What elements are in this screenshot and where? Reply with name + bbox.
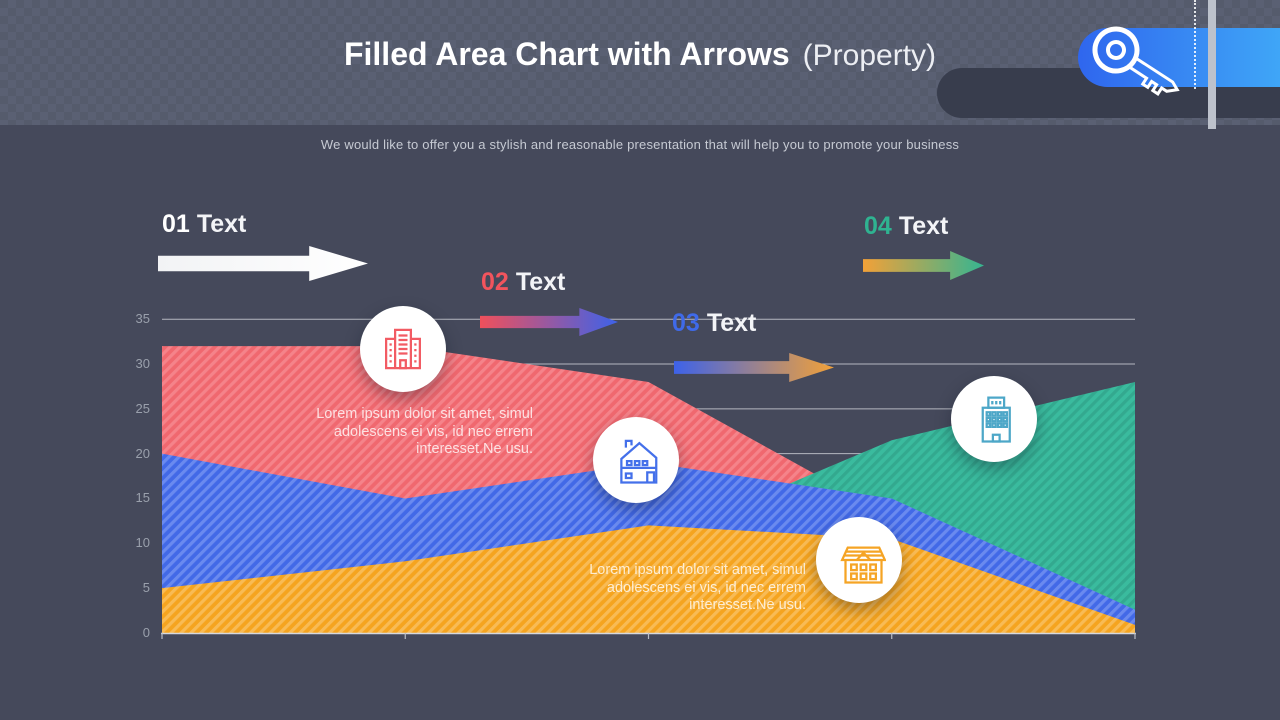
step-text: Text [515,268,566,296]
header-band [0,0,1280,125]
mansion-badge [816,517,902,603]
step-arrow-04 [863,251,984,280]
y-tick-label: 10 [135,535,150,550]
callout-red-area: Lorem ipsum dolor sit amet, simul adoles… [288,406,533,459]
subtitle: We would like to offer you a stylish and… [320,137,960,152]
y-tick-label: 35 [135,311,150,326]
step-number: 03 [672,309,700,337]
step-number: 02 [481,268,509,296]
callout-line: Lorem ipsum dolor sit amet, simul [589,562,806,578]
callout-line: Lorem ipsum dolor sit amet, simul [316,406,533,422]
gray-divider-bar [1208,0,1216,129]
page-title: Filled Area Chart with Arrows (Property) [0,36,1280,73]
callout-orange-area: Lorem ipsum dolor sit amet, simul adoles… [561,562,806,615]
y-tick-label: 0 [142,625,150,640]
apartment-building-badge [951,376,1037,462]
key-icon [1092,26,1180,96]
callout-line: adolescens ei vis, id nec errem [333,423,533,440]
title-main: Filled Area Chart with Arrows [343,36,790,72]
step-arrow-02 [480,308,618,336]
y-tick-label: 20 [135,446,150,461]
callout-line: adolescens ei vis, id nec errem [606,579,806,596]
step-number: 01 [162,210,190,238]
office-building-badge [360,306,446,392]
callout-line: interesset.Ne usu. [416,441,533,458]
step-arrow-01 [158,246,368,281]
step-text: Text [196,210,247,238]
house-icon [620,439,658,484]
step-arrow-03 [674,353,834,382]
office-building-icon [385,328,421,370]
step-number: 04 [864,212,892,240]
apartment-building-icon [981,396,1011,443]
callout-line: interesset.Ne usu. [689,597,806,614]
dotted-divider [1194,0,1196,89]
step-text: Text [706,309,757,337]
mansion-icon [840,546,886,584]
y-tick-label: 15 [135,490,150,505]
x-axis-ticks [161,633,1136,639]
title-secondary: (Property) [802,39,937,72]
step-text: Text [898,212,949,240]
y-tick-label: 5 [142,580,150,595]
y-tick-label: 30 [135,356,150,371]
house-badge [593,417,679,503]
y-tick-label: 25 [135,401,150,416]
